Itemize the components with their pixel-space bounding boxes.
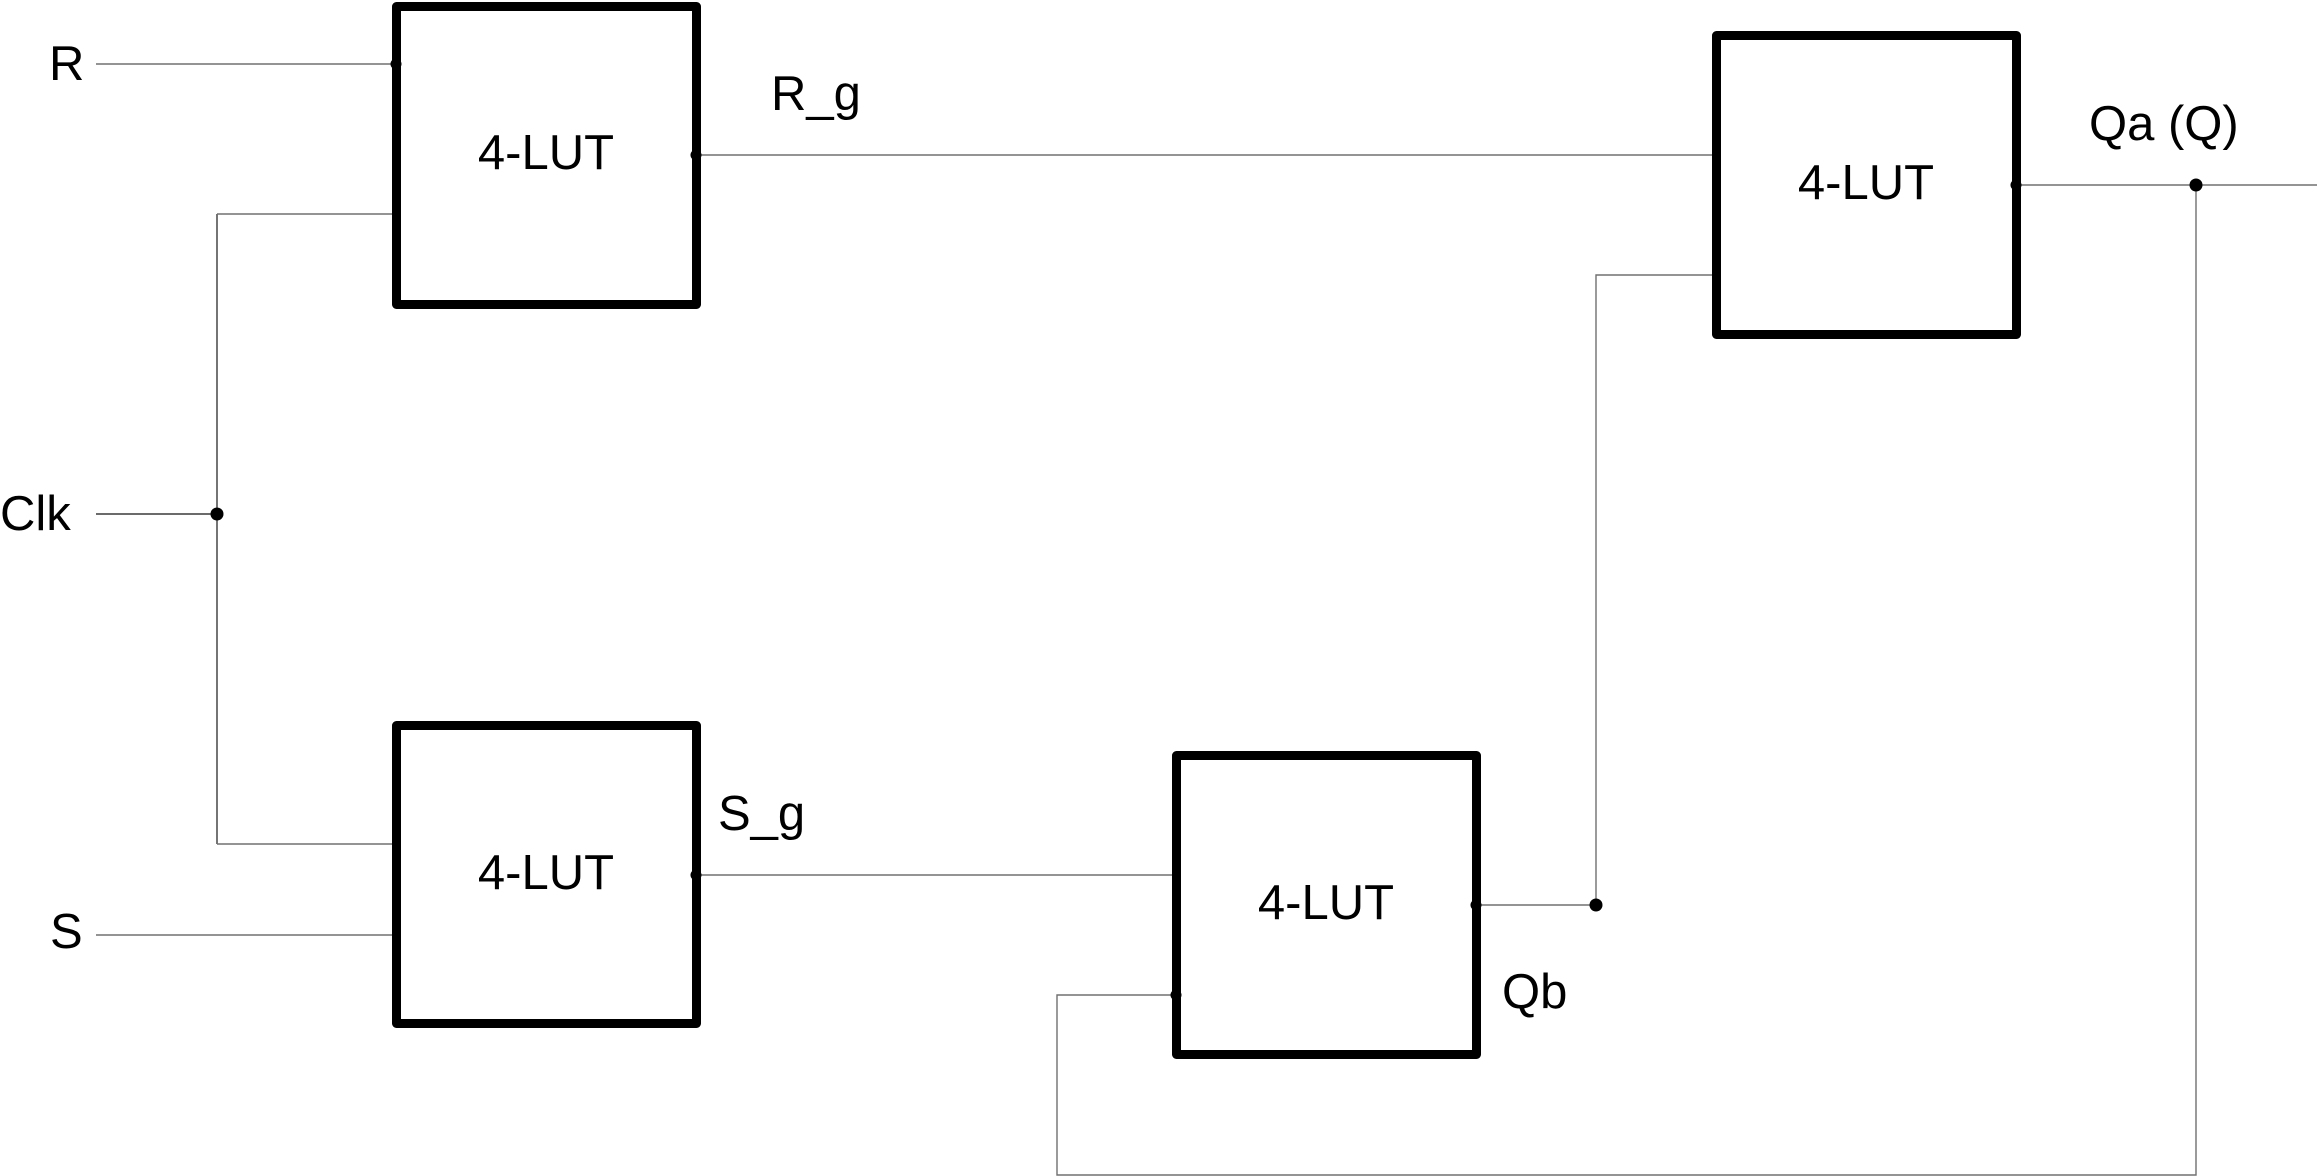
label-qb: Qb <box>1502 965 1567 1019</box>
pin-dot-s-g-output <box>690 869 702 881</box>
wire-qb <box>1476 274 1716 906</box>
wire-qa-feedback <box>1056 185 2197 1176</box>
pin-dot-qa-output <box>2010 179 2022 191</box>
wires <box>96 63 2317 1176</box>
pin-dot-r-g-output <box>690 149 702 161</box>
label-r-g: R_g <box>771 67 861 121</box>
lut-block-s: 4-LUT <box>392 721 701 1028</box>
lut-block-r: 4-LUT <box>392 2 701 309</box>
label-clk-input: Clk <box>0 487 71 541</box>
junction-dot-qb <box>1589 898 1603 912</box>
lut-block-qb: 4-LUT <box>1172 751 1481 1059</box>
label-r-input: R <box>49 37 84 91</box>
lut-box-s <box>392 721 701 1028</box>
label-qa-q: Qa (Q) <box>2089 97 2239 151</box>
pin-dot-qb-output <box>1470 899 1482 911</box>
lut-label-qb: 4-LUT <box>1258 876 1394 930</box>
junction-dot-clk <box>210 507 224 521</box>
signal-labels: R Clk S R_g S_g Qb Qa (Q) <box>0 37 2239 1019</box>
lut-block-qa: 4-LUT <box>1712 31 2021 339</box>
lut-box-r <box>392 2 701 309</box>
lut-label-s: 4-LUT <box>478 846 614 900</box>
junction-dot-qa <box>2189 178 2203 192</box>
lut-box-qa <box>1712 31 2021 339</box>
lut-label-qa: 4-LUT <box>1798 156 1934 210</box>
lut-label-r: 4-LUT <box>478 126 614 180</box>
pin-dot-r-input <box>390 58 402 70</box>
label-s-g: S_g <box>718 787 805 841</box>
label-s-input: S <box>50 905 83 959</box>
pin-dot-qa-feedback-input <box>1170 989 1182 1001</box>
junctions <box>210 58 2203 1001</box>
